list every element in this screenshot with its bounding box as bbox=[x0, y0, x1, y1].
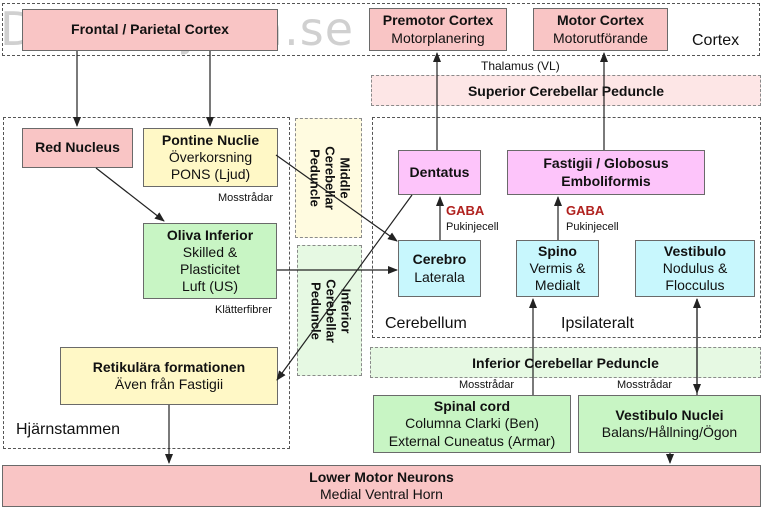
lower-motor-neurons-node: Lower Motor Neurons Medial Ventral Horn bbox=[2, 465, 761, 507]
motor-cortex-node: Motor Cortex Motorutförande bbox=[533, 8, 668, 51]
fastigii-globosus-node: Fastigii / Globosus Emboliformis bbox=[507, 150, 705, 195]
mossy-fibers-label-spinal: Mosstrådar bbox=[459, 379, 515, 391]
cerebro-title: Cerebro bbox=[412, 251, 467, 268]
spinal-cord-title: Spinal cord bbox=[433, 398, 511, 415]
oliva-inferior-title: Oliva Inferior bbox=[166, 226, 254, 243]
brainstem-region bbox=[3, 117, 290, 449]
arrow-red-nucleus-to-oliva bbox=[95, 167, 165, 222]
fastigii-globosus-title: Fastigii / Globosus bbox=[543, 155, 669, 172]
vestibulo-nuclei-node: Vestibulo Nuclei Balans/Hållning/Ögon bbox=[578, 395, 761, 453]
retikulara-formationen-title: Retikulära formationen bbox=[92, 358, 246, 375]
middle-cerebellar-peduncle: Middle Cerebellar Peduncle bbox=[295, 118, 362, 238]
dentatus-node: Dentatus bbox=[398, 150, 481, 195]
vestibulo-node: Vestibulo Nodulus & Flocculus bbox=[635, 240, 755, 297]
retikulara-formationen-sub: Även från Fastigii bbox=[114, 376, 224, 392]
mossy-fibers-label-vestibular: Mosstrådar bbox=[617, 379, 673, 391]
vestibulo-sub1: Nodulus & bbox=[662, 259, 728, 276]
cortex-region-label: Cortex bbox=[692, 32, 740, 49]
thalamus-label: Thalamus (VL) bbox=[481, 59, 560, 73]
dentatus-title: Dentatus bbox=[409, 163, 470, 180]
gaba-label-cerebro: GABA bbox=[446, 203, 485, 218]
frontal-parietal-cortex-title: Frontal / Parietal Cortex bbox=[71, 21, 229, 38]
spinal-cord-sub1: Columna Clarki (Ben) bbox=[405, 415, 539, 432]
spino-node: Spino Vermis & Medialt bbox=[516, 240, 599, 297]
spino-title: Spino bbox=[538, 242, 577, 259]
vestibulo-nuclei-sub: Balans/Hållning/Ögon bbox=[601, 424, 738, 440]
vestibulo-sub2: Flocculus bbox=[665, 277, 725, 294]
pontine-nuclie-sub2: PONS (Ljud) bbox=[170, 166, 251, 183]
oliva-inferior-sub2: Plasticitet bbox=[180, 261, 240, 277]
cortex-region bbox=[2, 3, 760, 56]
lower-motor-neurons-sub: Medial Ventral Horn bbox=[320, 486, 443, 502]
vestibulo-nuclei-title: Vestibulo Nuclei bbox=[615, 406, 724, 423]
premotor-cortex-sub: Motorplanering bbox=[391, 29, 485, 46]
red-nucleus-title: Red Nucleus bbox=[35, 139, 120, 156]
spinal-cord-sub2: External Cuneatus (Armar) bbox=[388, 432, 556, 449]
premotor-cortex-title: Premotor Cortex bbox=[382, 12, 494, 29]
premotor-cortex-node: Premotor Cortex Motorplanering bbox=[369, 8, 507, 51]
purkinje-label-spino: Pukinjecell bbox=[566, 221, 619, 233]
arrow-dentatus-to-retikular bbox=[276, 194, 413, 381]
pontine-nuclie-sub1: Överkorsning bbox=[168, 148, 253, 165]
frontal-parietal-cortex-node: Frontal / Parietal Cortex bbox=[22, 9, 278, 51]
motor-cortex-title: Motor Cortex bbox=[556, 12, 645, 29]
spinal-cord-node: Spinal cord Columna Clarki (Ben) Externa… bbox=[373, 395, 571, 453]
purkinje-label-cerebro: Pukinjecell bbox=[446, 221, 499, 233]
motor-cortex-sub: Motorutförande bbox=[553, 29, 648, 46]
cerebellum-region bbox=[372, 117, 761, 338]
superior-cerebellar-peduncle: Superior Cerebellar Peduncle bbox=[371, 75, 761, 106]
pontine-nuclie-title: Pontine Nuclie bbox=[161, 131, 260, 148]
climbing-fibers-label: Klätterfibrer bbox=[215, 304, 272, 316]
pontine-nuclie-node: Pontine Nuclie Överkorsning PONS (Ljud) bbox=[143, 128, 278, 187]
cerebellum-region-label: Cerebellum bbox=[385, 315, 467, 332]
fastigii-globosus-title2: Emboliformis bbox=[561, 172, 651, 189]
oliva-inferior-sub1: Skilled & bbox=[182, 243, 238, 260]
lower-motor-neurons-title: Lower Motor Neurons bbox=[309, 468, 454, 485]
cerebro-sub: Laterala bbox=[414, 268, 465, 285]
brainstem-region-label: Hjärnstammen bbox=[16, 421, 121, 438]
arrow-pontine-to-cerebro bbox=[275, 154, 398, 242]
retikulara-formationen-node: Retikulära formationen Även från Fastigi… bbox=[60, 347, 278, 405]
spino-sub2: Medialt bbox=[534, 277, 581, 294]
ipsilateral-label: Ipsilateralt bbox=[561, 315, 634, 332]
oliva-inferior-node: Oliva Inferior Skilled & Plasticitet Luf… bbox=[143, 223, 277, 299]
gaba-label-spino: GABA bbox=[566, 203, 605, 218]
spino-sub1: Vermis & bbox=[529, 259, 586, 276]
inferior-cerebellar-peduncle: Inferior Cerebellar Peduncle bbox=[370, 347, 761, 378]
oliva-inferior-sub3: Luft (US) bbox=[181, 278, 238, 295]
vestibulo-title: Vestibulo bbox=[663, 242, 727, 259]
mossy-fibers-label-pontine: Mosstrådar bbox=[218, 192, 274, 204]
inferior-cerebellar-peduncle-vertical: Inferior Cerebellar Peduncle bbox=[297, 245, 362, 376]
red-nucleus-node: Red Nucleus bbox=[22, 128, 133, 168]
cerebro-node: Cerebro Laterala bbox=[398, 240, 481, 297]
